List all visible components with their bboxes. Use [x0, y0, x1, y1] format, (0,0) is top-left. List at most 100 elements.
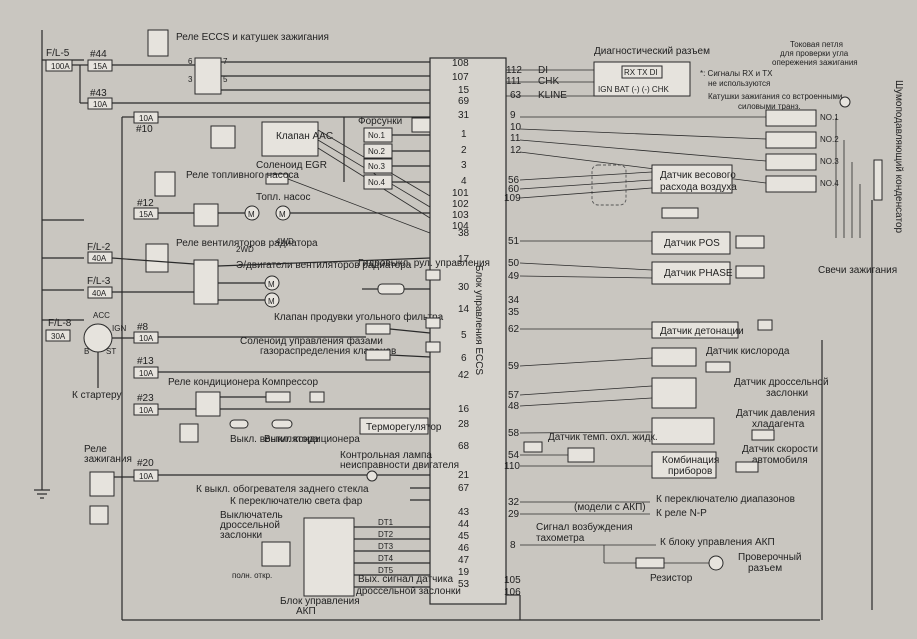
svg-text:IGN: IGN: [112, 324, 126, 333]
ignition-relay: Реле зажигания: [84, 444, 134, 525]
pin-60: 60: [508, 184, 520, 195]
svg-text:#23: #23: [137, 393, 154, 404]
pin-62: 62: [508, 324, 520, 335]
ecu-block: Блок управления ECCS: [429, 57, 507, 605]
ecu-left-pins: 108 107 15 69 31 1 2 3 4 101 102 103 104…: [452, 58, 470, 590]
right-bus: [821, 200, 873, 620]
pin-49: 49: [508, 271, 520, 282]
svg-text:Реле вентиляторов радиатора: Реле вентиляторов радиатора: [176, 238, 318, 249]
svg-text:B: B: [84, 347, 89, 356]
svg-text:100A: 100A: [51, 62, 70, 71]
svg-text:разъем: разъем: [748, 563, 782, 574]
svg-text:NO.1: NO.1: [820, 113, 839, 122]
svg-text:DT4: DT4: [378, 554, 394, 563]
pin-111: 111: [506, 76, 522, 87]
pin-14: 14: [458, 304, 470, 315]
svg-text:#10: #10: [136, 124, 153, 135]
pin-15: 15: [458, 85, 470, 96]
svg-text:10A: 10A: [139, 369, 154, 378]
svg-text:Датчик весового: Датчик весового: [660, 170, 736, 181]
svg-text:Датчик давления: Датчик давления: [736, 408, 815, 419]
aac-valve: Клапан AAC Соленоид EGR: [210, 121, 431, 234]
pin-48: 48: [508, 401, 520, 412]
svg-text:40A: 40A: [92, 254, 107, 263]
svg-text:M: M: [279, 210, 286, 219]
svg-text:Вых. сигнал датчика: Вых. сигнал датчика: [358, 574, 453, 585]
svg-text:F/L-3: F/L-3: [87, 276, 111, 287]
svg-text:К выкл. обогревателя заднего с: К выкл. обогревателя заднего стекла: [196, 483, 369, 495]
svg-text:Топл. насос: Топл. насос: [256, 192, 310, 203]
svg-text:No.1: No.1: [368, 131, 385, 140]
pin-54: 54: [508, 450, 520, 461]
svg-text:Блок управления: Блок управления: [280, 596, 360, 607]
fuel-pump-relay: Реле топливного насоса #12 15A Топл. нас…: [133, 170, 430, 254]
o2-sensor: Датчик кислорода: [519, 346, 790, 373]
at-range: (модели с АКП) К переключателю диапазоно…: [520, 494, 795, 519]
pin-17: 17: [458, 254, 470, 265]
pin-4: 4: [461, 176, 467, 187]
svg-text:дроссельной: дроссельной: [220, 520, 280, 531]
vtc-solenoid: Соленоид управления фазами газораспредел…: [240, 335, 441, 361]
svg-text:для проверки угла: для проверки угла: [780, 49, 849, 58]
svg-text:5: 5: [223, 75, 228, 84]
pin-51: 51: [508, 236, 520, 247]
pin-53: 53: [458, 579, 470, 590]
pin-12: 12: [510, 145, 522, 156]
pin-57: 57: [508, 390, 520, 401]
pin-32: 32: [508, 497, 520, 508]
pin-2: 2: [461, 145, 467, 156]
svg-text:не используются: не используются: [708, 79, 770, 88]
diag-connector: Диагностический разъем RX TX DI IGN BAT …: [506, 46, 773, 97]
svg-text:10A: 10A: [93, 100, 108, 109]
svg-text:АКП: АКП: [296, 606, 316, 617]
svg-text:Компрессор: Компрессор: [262, 377, 318, 388]
svg-text:(модели с АКП): (модели с АКП): [574, 502, 646, 513]
ignition-coils: Катушки зажигания со встроенными силовым…: [519, 40, 904, 276]
pin-59: 59: [508, 361, 520, 372]
maf-sensor: Датчик весового расхода воздуха: [519, 164, 737, 219]
pin-di: DI: [538, 65, 548, 76]
svg-text:15A: 15A: [139, 210, 154, 219]
svg-text:F/L-5: F/L-5: [46, 48, 70, 59]
pin-68: 68: [458, 441, 470, 452]
svg-text:Гидровыкл. рул. управления: Гидровыкл. рул. управления: [358, 258, 490, 269]
svg-text:No.4: No.4: [368, 178, 385, 187]
pin-107: 107: [452, 72, 469, 83]
pin-112: 112: [506, 65, 522, 76]
noise-cap-label: Шумоподавляющий конденсатор: [893, 80, 904, 234]
pin-58: 58: [508, 428, 520, 439]
pin-43: 43: [458, 507, 470, 518]
svg-text:Датчик дроссельной: Датчик дроссельной: [734, 377, 829, 388]
svg-text:Реле ECCS и катушек зажигания: Реле ECCS и катушек зажигания: [176, 32, 329, 43]
check-lamp: Контрольная лампа неисправности двигател…: [340, 450, 459, 482]
svg-text:расхода воздуха: расхода воздуха: [660, 182, 737, 193]
pin-30: 30: [458, 282, 470, 293]
ac-pressure-sensor: Датчик давления хладагента: [519, 408, 815, 445]
svg-text:Токовая петля: Токовая петля: [790, 40, 843, 49]
svg-text:2WD: 2WD: [236, 245, 254, 254]
svg-text:M: M: [268, 297, 275, 306]
at-unit: Блок управления АКП Вых. сигнал датчика …: [280, 517, 461, 617]
pin-69: 69: [458, 96, 470, 107]
pin-28: 28: [458, 419, 470, 430]
svg-text:10A: 10A: [139, 114, 154, 123]
svg-text:силовыми транз.: силовыми транз.: [738, 102, 801, 111]
svg-text:#20: #20: [137, 458, 154, 469]
svg-text:NO.4: NO.4: [820, 179, 839, 188]
svg-text:опережения зажигания: опережения зажигания: [772, 58, 858, 67]
svg-text:полн. откр.: полн. откр.: [232, 571, 272, 580]
svg-text:4WD: 4WD: [276, 237, 294, 246]
svg-text:#44: #44: [90, 49, 107, 60]
svg-text:Выкл. вентилятора: Выкл. вентилятора: [230, 434, 319, 445]
svg-text:#13: #13: [137, 356, 154, 367]
tps-sensor: Датчик дроссельной заслонки: [519, 377, 829, 409]
pin-45: 45: [458, 531, 470, 542]
svg-text:Датчик PHASE: Датчик PHASE: [664, 268, 733, 279]
pin-50: 50: [508, 258, 520, 269]
svg-text:Реле кондиционера: Реле кондиционера: [168, 377, 260, 388]
ecu-label: Блок управления ECCS: [473, 265, 484, 376]
svg-text:Датчик кислорода: Датчик кислорода: [706, 346, 790, 357]
left-power-bus: [34, 30, 84, 499]
svg-text:Комбинация: Комбинация: [662, 454, 719, 466]
